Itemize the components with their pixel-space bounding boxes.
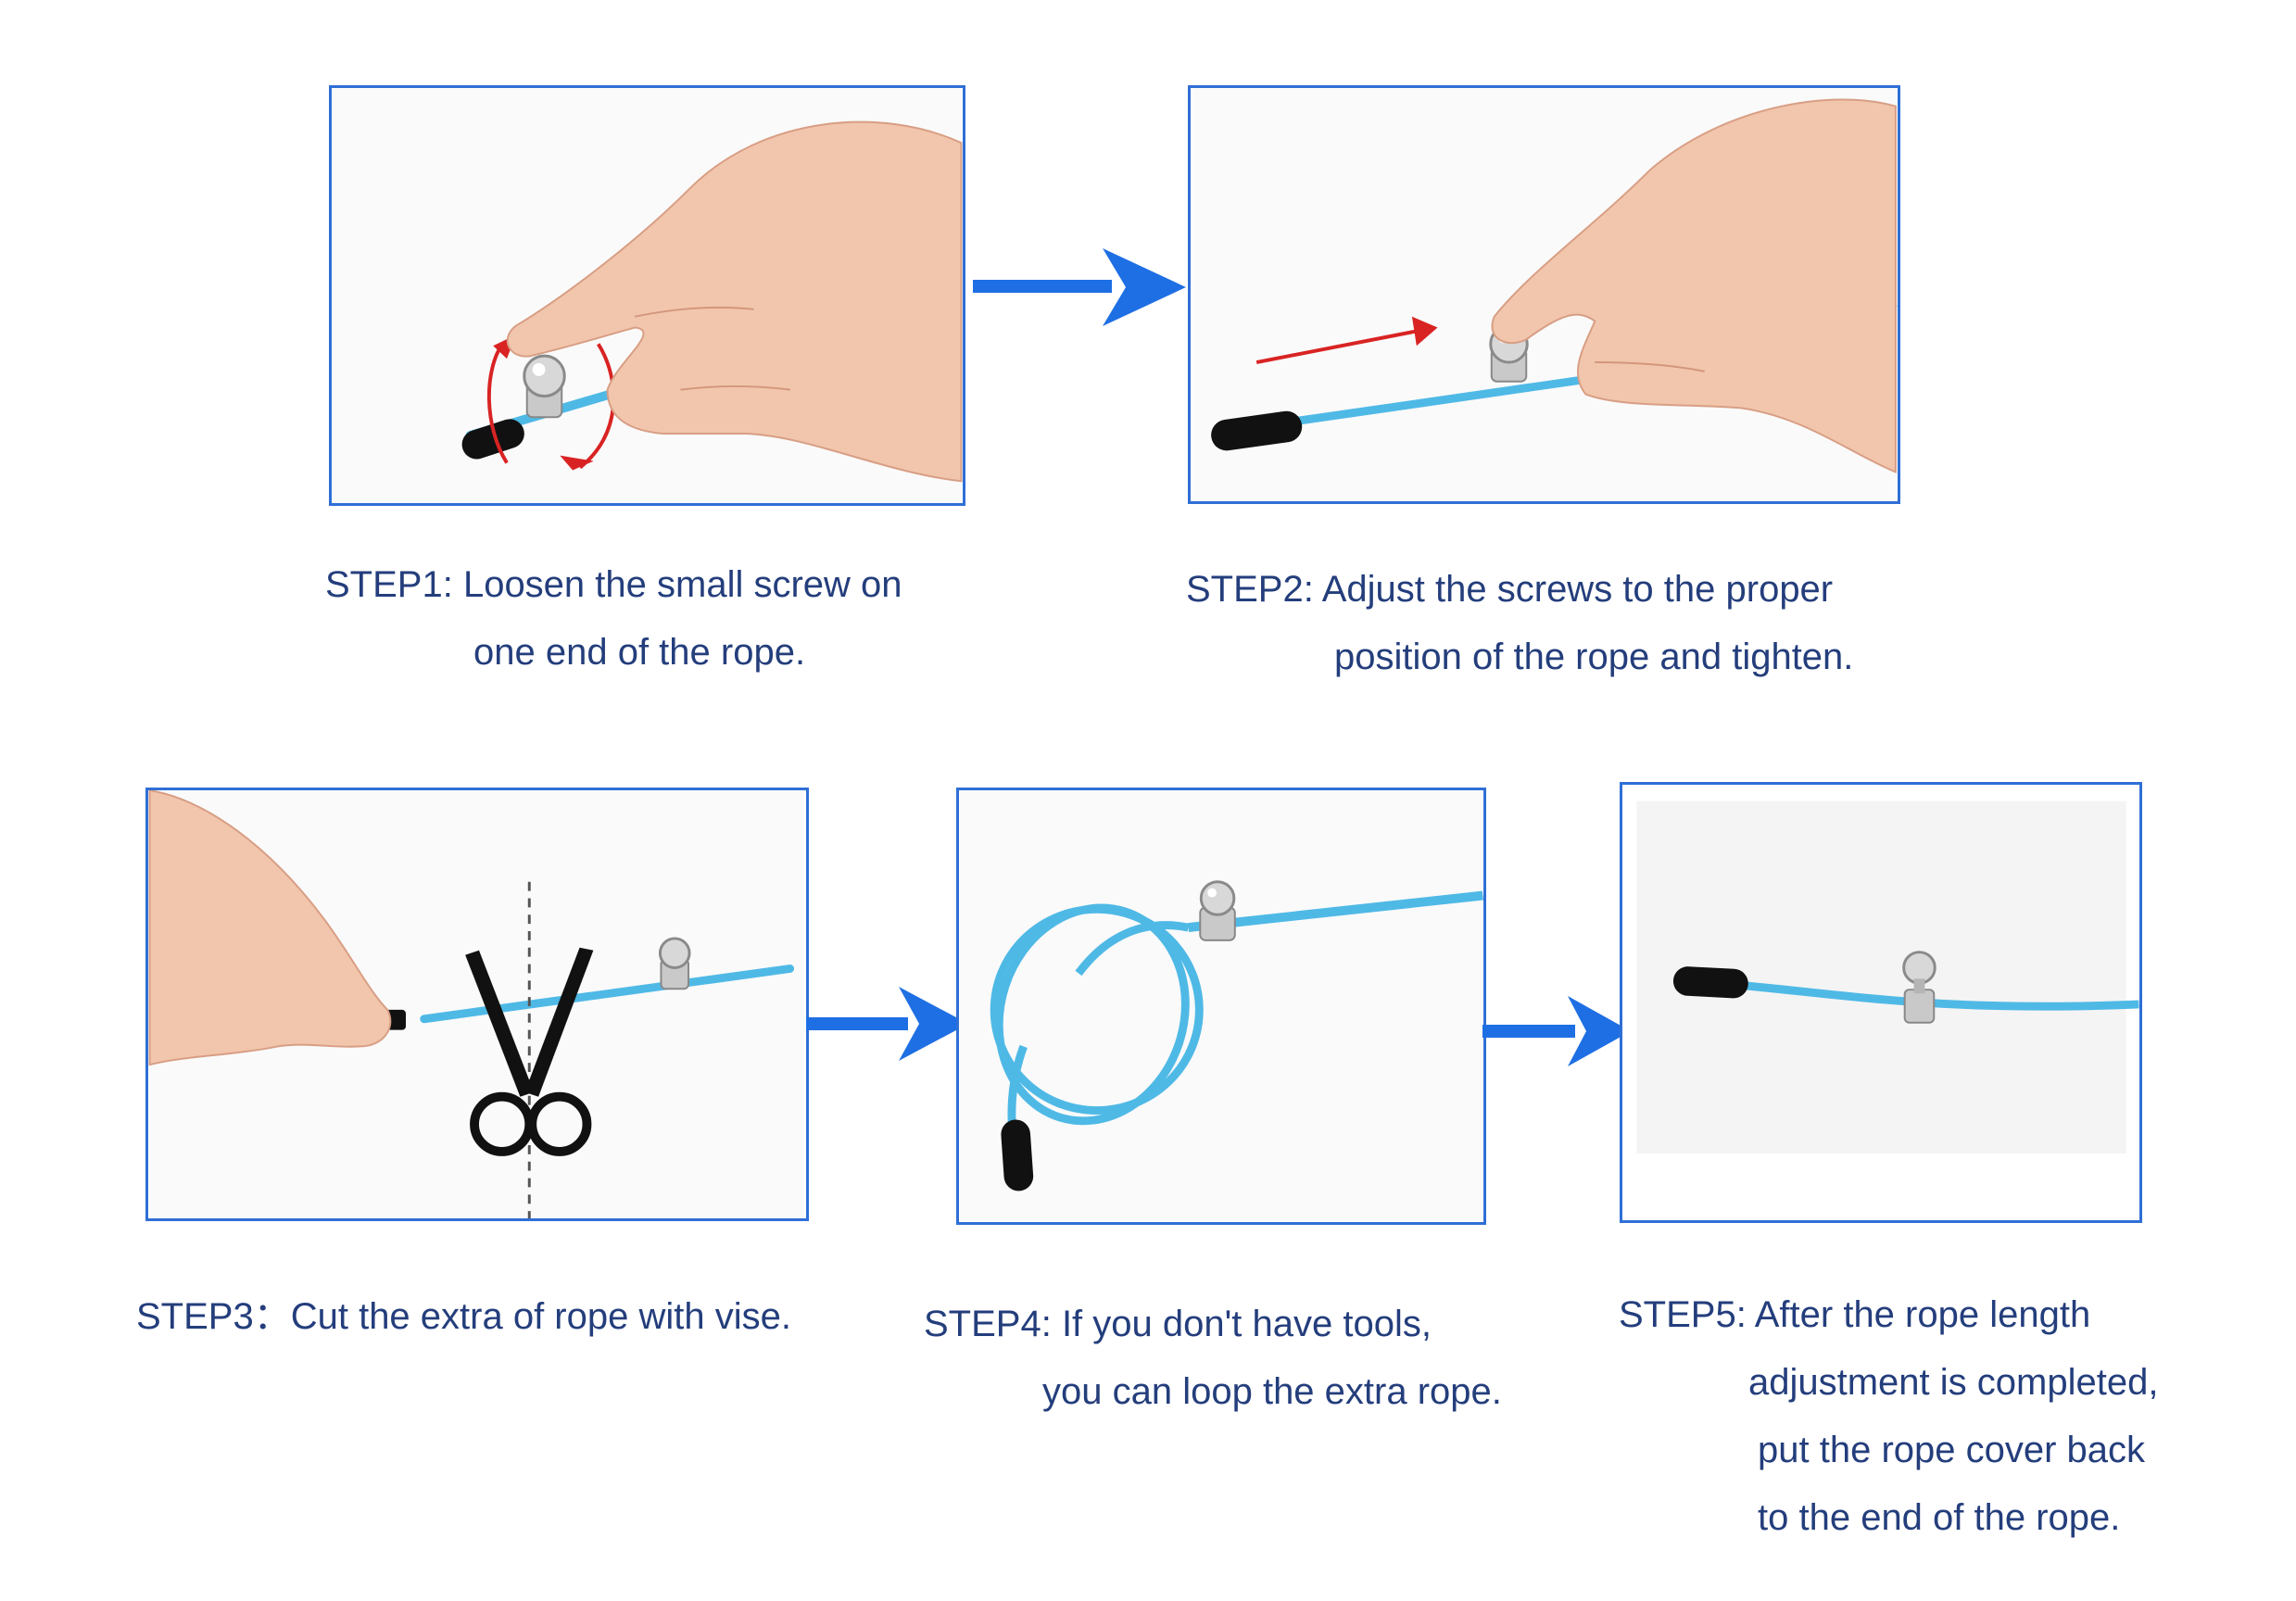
step3-photo bbox=[145, 788, 809, 1221]
push-arrow-icon bbox=[1255, 316, 1438, 364]
step5-caption: STEP5: After the rope length adjustment … bbox=[1619, 1281, 2158, 1552]
step1-illustration bbox=[333, 88, 963, 503]
step5-line3: put the rope cover back bbox=[1758, 1430, 2146, 1470]
flow-arrow-icon bbox=[1482, 996, 1631, 1066]
flow-arrow-icon bbox=[973, 248, 1186, 326]
step2-caption: STEP2: Adjust the screws to the proper p… bbox=[1186, 556, 1853, 691]
step1-line2: one end of the rope. bbox=[473, 632, 806, 673]
screw-icon bbox=[1199, 880, 1236, 941]
step1-line1: STEP1: Loosen the small screw on bbox=[325, 564, 902, 605]
step1-photo bbox=[329, 85, 965, 506]
step5-line2: adjustment is completed, bbox=[1748, 1362, 2159, 1403]
rope-segment bbox=[1187, 890, 1483, 933]
hand-icon bbox=[1491, 98, 1897, 473]
step5-line4: to the end of the rope. bbox=[1758, 1497, 2121, 1538]
screw-icon bbox=[523, 354, 566, 419]
rope-cap-icon bbox=[1001, 1119, 1034, 1191]
step3-line1: STEP3：Cut the extra of rope with vise. bbox=[136, 1296, 791, 1337]
step3-caption: STEP3：Cut the extra of rope with vise. bbox=[136, 1283, 791, 1351]
scissors-icon bbox=[465, 947, 594, 1156]
step4-caption: STEP4: If you don't have tools, you can … bbox=[924, 1291, 1502, 1426]
step5-photo bbox=[1620, 782, 2142, 1223]
rope-cap-icon bbox=[1211, 410, 1303, 451]
step2-line1: STEP2: Adjust the screws to the proper bbox=[1186, 569, 1834, 610]
rope-cap-icon bbox=[461, 419, 524, 460]
step2-illustration bbox=[1192, 88, 1898, 501]
step5-line1: STEP5: After the rope length bbox=[1619, 1294, 2091, 1335]
step4-line2: you can loop the extra rope. bbox=[1042, 1371, 1502, 1412]
step3-illustration bbox=[148, 790, 805, 1218]
step2-photo bbox=[1188, 85, 1900, 504]
step4-photo bbox=[956, 788, 1486, 1225]
flow-arrow-icon bbox=[806, 987, 968, 1061]
hand-icon bbox=[506, 120, 963, 483]
rope-cap-icon bbox=[1672, 966, 1748, 999]
step5-illustration bbox=[1622, 785, 2139, 1220]
hand-icon bbox=[148, 790, 392, 1066]
step4-line1: STEP4: If you don't have tools, bbox=[924, 1304, 1432, 1344]
step4-illustration bbox=[959, 790, 1483, 1222]
screw-icon bbox=[658, 937, 691, 990]
screw-icon bbox=[1902, 951, 1936, 1024]
step1-caption: STEP1: Loosen the small screw on one end… bbox=[325, 551, 902, 687]
step2-line2: position of the rope and tighten. bbox=[1334, 637, 1854, 677]
rope-segment bbox=[420, 964, 795, 1024]
